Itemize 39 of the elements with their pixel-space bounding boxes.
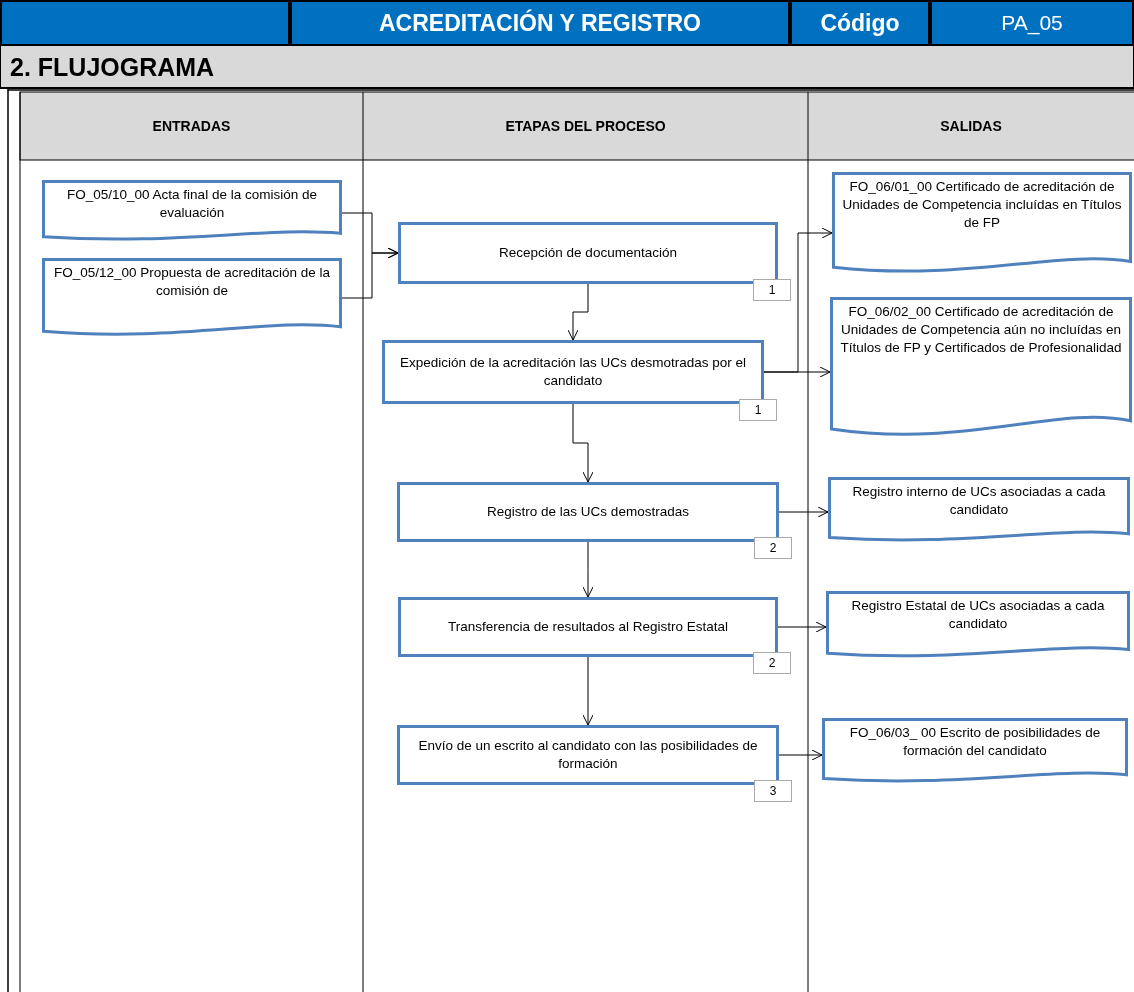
- document-shape: [42, 258, 342, 338]
- arrow: [777, 621, 827, 633]
- document-shape: [832, 172, 1132, 276]
- document-shape: [42, 180, 342, 242]
- arrow: [778, 749, 823, 761]
- node-text: FO_05/12_00 Propuesta de acreditación de la comisión de: [52, 264, 332, 301]
- node-text: FO_06/02_00 Certificado de acreditación de Unidades de Competencia aún no incluídas en Títulos de FP y Certificados de Profesionalidad: [839, 303, 1123, 358]
- header-label: Código: [790, 0, 930, 46]
- lane-heading: SALIDAS: [940, 118, 1002, 134]
- node-text: Transferencia de resultados al Registro Estatal: [447, 617, 729, 636]
- arrow: [567, 283, 589, 341]
- document-shape: [828, 477, 1130, 543]
- node-text: Envío de un escrito al candidato con las posibilidades de formación: [417, 736, 759, 773]
- node-text: Recepción de documentación: [499, 243, 677, 262]
- lane-heading: ENTRADAS: [152, 118, 231, 134]
- node-text: FO_06/01_00 Certificado de acreditación de Unidades de Competencia incluídas en Títulos de FP: [841, 178, 1123, 233]
- header-title: ACREDITACIÓN Y REGISTRO: [290, 0, 790, 46]
- arrow: [778, 506, 829, 518]
- node-text: Registro interno de UCs asociadas a cada candidato: [851, 483, 1107, 520]
- document-shape: [826, 591, 1130, 659]
- step-number: 1: [753, 279, 791, 301]
- lane-heading: ETAPAS DEL PROCESO: [505, 118, 666, 134]
- node-text: Expedición de la acreditación las UCs desmotradas por el candidato: [399, 353, 747, 390]
- step-number: 2: [754, 537, 792, 559]
- step-number: 3: [754, 780, 792, 802]
- node-text: Registro Estatal de UCs asociadas a cada candidato: [850, 597, 1106, 634]
- arrow: [582, 541, 594, 598]
- arrow: [572, 403, 594, 483]
- node-text: Registro de las UCs demostradas: [487, 502, 689, 521]
- node-text: FO_05/10_00 Acta final de la comisión de evaluación: [66, 186, 318, 223]
- node-text: FO_06/03_ 00 Escrito de posibilidades de formación del candidato: [848, 724, 1102, 761]
- document-shape: [822, 718, 1128, 784]
- arrow: [341, 247, 399, 299]
- arrow: [582, 656, 594, 726]
- section-heading: 2. FLUJOGRAMA: [10, 52, 215, 82]
- step-number: 1: [739, 399, 777, 421]
- step-number: 2: [753, 652, 791, 674]
- arrow: [763, 366, 831, 378]
- header-code: PA_05: [930, 0, 1134, 46]
